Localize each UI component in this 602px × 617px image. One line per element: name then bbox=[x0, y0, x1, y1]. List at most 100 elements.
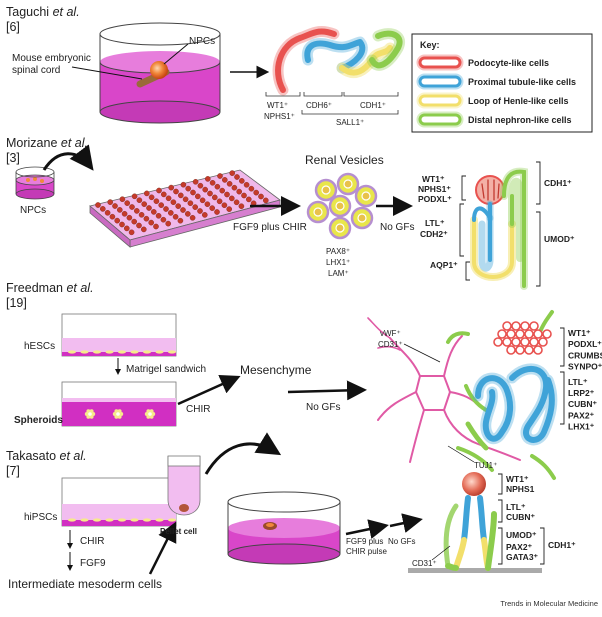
section-morizane: Morizane et al. [3] NPCs FGF9 plus CHIR … bbox=[6, 136, 575, 290]
well bbox=[170, 199, 177, 205]
well bbox=[192, 204, 198, 210]
well bbox=[119, 221, 125, 228]
well bbox=[165, 220, 171, 227]
freedman-mesenchyme: Mesenchyme bbox=[240, 363, 312, 377]
takasato-title: Takasato et al. bbox=[6, 449, 87, 463]
freedman-organoid bbox=[367, 310, 558, 480]
morizane-lam: LAM⁺ bbox=[328, 269, 349, 278]
well bbox=[172, 213, 179, 220]
well bbox=[245, 196, 252, 203]
podocyte-cell bbox=[515, 345, 525, 355]
well bbox=[112, 203, 118, 209]
well bbox=[95, 202, 101, 208]
well bbox=[207, 190, 213, 197]
well bbox=[153, 198, 160, 204]
hesc-cell bbox=[143, 350, 151, 354]
takasato-cdh1: CDH1⁺ bbox=[548, 540, 576, 550]
hipsc-cell bbox=[93, 518, 101, 522]
freedman-chir: CHIR bbox=[186, 404, 210, 415]
well bbox=[131, 218, 137, 225]
footer-journal: Trends in Molecular Medicine bbox=[500, 599, 598, 608]
takasato-pax2: PAX2⁺ bbox=[506, 542, 533, 552]
spheroid bbox=[112, 409, 124, 419]
spheroids-well bbox=[61, 381, 177, 427]
well bbox=[199, 197, 206, 204]
morizane-cdh1: CDH1⁺ bbox=[544, 178, 572, 188]
well bbox=[143, 190, 150, 197]
hesc-cell bbox=[130, 350, 139, 354]
freedman-arrow-1 bbox=[177, 375, 241, 406]
well bbox=[224, 191, 230, 198]
well bbox=[136, 197, 143, 203]
well bbox=[138, 211, 145, 218]
freedman-hescs: hESCs bbox=[24, 341, 55, 352]
hesc-cell bbox=[80, 350, 89, 354]
hesc-cell bbox=[118, 350, 126, 354]
npc-small-dish bbox=[15, 166, 55, 200]
well bbox=[160, 191, 167, 198]
well bbox=[129, 204, 135, 210]
spheroid bbox=[84, 409, 96, 419]
morizane-nephron bbox=[470, 167, 528, 290]
well bbox=[226, 206, 232, 212]
taguchi-cdh1: CDH1⁺ bbox=[360, 101, 386, 110]
renal-vesicle bbox=[306, 200, 330, 224]
taguchi-title: Taguchi et al. bbox=[6, 5, 80, 19]
well bbox=[133, 208, 140, 214]
well bbox=[148, 219, 154, 226]
well bbox=[131, 193, 138, 200]
podocyte-cell bbox=[506, 329, 516, 339]
well bbox=[211, 194, 218, 201]
section-takasato: Takasato et al. [7] hiPSCs CHIR FGF9 Int… bbox=[6, 432, 576, 591]
key-swatch bbox=[418, 113, 462, 126]
taguchi-dish bbox=[99, 22, 221, 124]
well bbox=[190, 189, 196, 196]
well bbox=[143, 215, 150, 222]
freedman-marker: LHX1⁺ bbox=[568, 422, 595, 432]
well bbox=[128, 229, 135, 236]
takasato-pellet: Pellet cell bbox=[160, 527, 197, 536]
podocyte-cell bbox=[493, 337, 503, 347]
podocyte-cell bbox=[533, 329, 543, 339]
pellet-tube bbox=[167, 455, 201, 516]
morizane-nphs1: NPHS1⁺ bbox=[418, 184, 451, 194]
hesc-cell bbox=[168, 350, 176, 354]
takasato-wt1: WT1⁺ bbox=[506, 474, 529, 484]
well bbox=[160, 216, 167, 223]
morizane-pax8: PAX8⁺ bbox=[326, 247, 350, 256]
well bbox=[148, 194, 155, 201]
well bbox=[167, 210, 174, 216]
well bbox=[194, 193, 201, 200]
hesc-cell bbox=[68, 350, 76, 354]
hipsc-cell bbox=[143, 518, 151, 522]
well bbox=[204, 201, 211, 207]
well bbox=[197, 208, 203, 214]
renal-vesicle bbox=[328, 216, 352, 240]
well bbox=[209, 205, 215, 211]
podocyte-cell bbox=[520, 337, 530, 347]
morizane-renal-vesicles: Renal Vesicles bbox=[305, 153, 384, 167]
hipscs-well bbox=[61, 477, 177, 527]
takasato-hipscs: hiPSCs bbox=[24, 512, 57, 523]
hesc-cell bbox=[155, 350, 164, 354]
podocyte-cell bbox=[515, 329, 525, 339]
freedman-marker: WT1⁺ bbox=[568, 328, 591, 338]
well bbox=[124, 225, 130, 232]
well bbox=[165, 195, 172, 202]
well bbox=[104, 209, 111, 216]
well bbox=[231, 184, 238, 191]
morizane-nogfs: No GFs bbox=[380, 222, 414, 233]
takasato-arrow-2 bbox=[389, 513, 423, 533]
morizane-umod: UMOD⁺ bbox=[544, 234, 575, 244]
well bbox=[197, 182, 204, 189]
key-swatch bbox=[418, 56, 462, 69]
renal-vesicles-cluster bbox=[306, 172, 378, 240]
taguchi-nephron bbox=[272, 26, 405, 96]
morizane-title: Morizane et al. bbox=[6, 136, 88, 150]
takasato-nephron bbox=[408, 472, 542, 573]
well bbox=[253, 189, 260, 196]
well bbox=[136, 222, 142, 229]
morizane-aqp1: AQP1⁺ bbox=[430, 260, 458, 270]
